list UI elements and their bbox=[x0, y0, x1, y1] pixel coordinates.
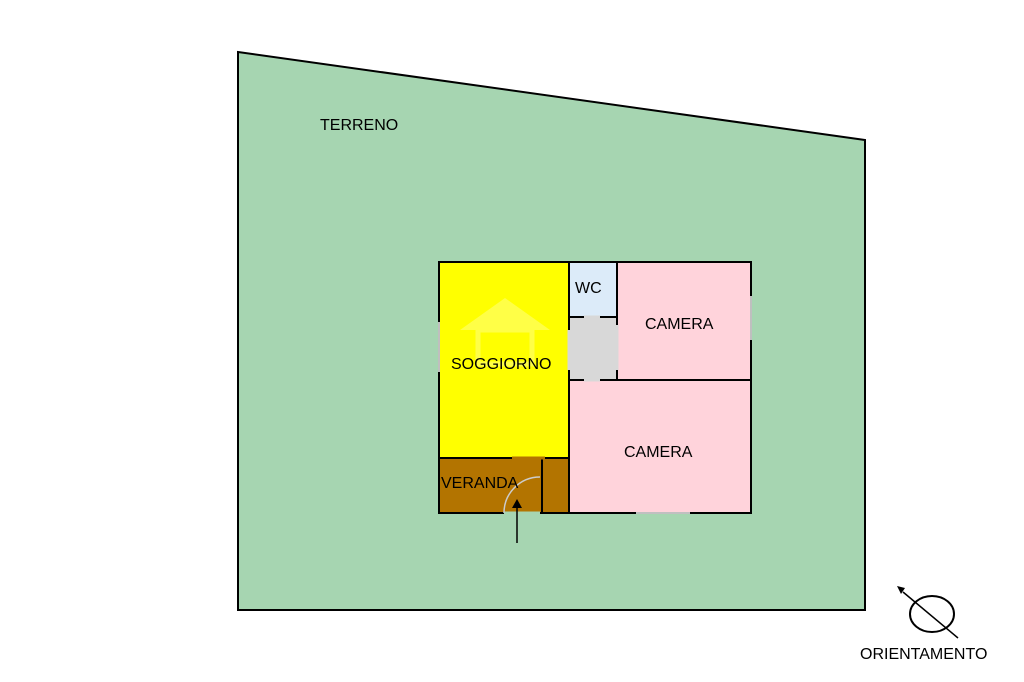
wc-label: WC bbox=[575, 280, 602, 297]
soggiorno-room bbox=[439, 262, 569, 458]
camera-label-bottom: CAMERA bbox=[624, 444, 693, 461]
veranda-room bbox=[439, 458, 569, 513]
compass-icon bbox=[897, 586, 959, 639]
wc-room bbox=[569, 262, 617, 317]
terreno-label: TERRENO bbox=[320, 117, 398, 134]
door-openings bbox=[503, 315, 619, 515]
veranda-label: VERANDA bbox=[441, 475, 519, 492]
camera-room-top bbox=[617, 262, 751, 380]
soggiorno-label: SOGGIORNO bbox=[451, 356, 551, 373]
watermark-logo bbox=[460, 298, 550, 367]
windows bbox=[438, 296, 752, 514]
camera-label-top: CAMERA bbox=[645, 316, 714, 333]
entrance-arrow-icon bbox=[512, 499, 522, 543]
disimpegno-room bbox=[569, 317, 617, 380]
camera-room-bottom bbox=[569, 380, 751, 513]
orientamento-label: ORIENTAMENTO bbox=[860, 646, 987, 663]
